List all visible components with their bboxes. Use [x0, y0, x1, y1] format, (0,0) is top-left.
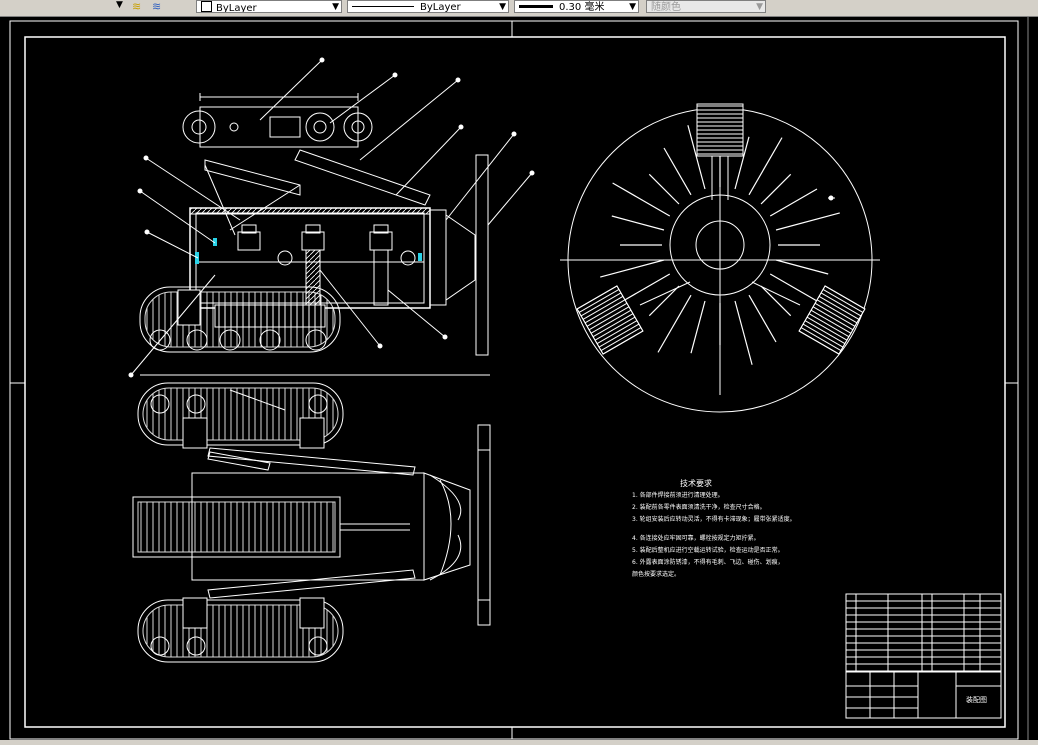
drawing-border: [9, 17, 1029, 740]
chevron-down-icon: ▼: [332, 2, 339, 12]
spoke-line: [663, 147, 692, 196]
plotstyle-control-label: 随颜色: [651, 2, 681, 13]
color-swatch: [201, 1, 212, 12]
plan-view: [132, 382, 491, 663]
chevron-down-icon: ▼: [756, 2, 763, 12]
drawing-canvas[interactable]: 技术要求 1. 各部件焊接前须进行清理处理。 2. 装配前各零件表面须清洗干净，…: [0, 16, 1038, 740]
chevron-down-icon: ▼: [499, 2, 506, 12]
title-block-name: 装配图: [966, 695, 987, 704]
end-view: [560, 103, 880, 413]
tech-note-5: 5. 装配后整机应进行空载运转试验，检查运动是否正常。: [632, 546, 784, 554]
spoke-line: [622, 273, 671, 302]
properties-toolbar: ▼ ≋ ≋ ByLayer ▼ ByLayer ▼ 0.30 毫米 ▼ 随颜色 …: [0, 0, 1038, 17]
spoke-line: [760, 285, 792, 317]
spoke-line: [600, 259, 665, 278]
spoke-line: [760, 173, 792, 205]
spoke-line: [648, 285, 680, 317]
cad-drawing: 技术要求 1. 各部件焊接前须进行清理处理。 2. 装配前各零件表面须清洗干净，…: [9, 17, 1029, 740]
layer-dropdown-arrow-icon[interactable]: ▼: [116, 0, 123, 10]
linetype-control-label: ByLayer: [420, 2, 461, 13]
color-control-label: ByLayer: [216, 3, 257, 13]
lineweight-preview: [519, 5, 553, 8]
layer-tools: ▼ ≋ ≋: [0, 0, 185, 15]
technical-requirements: 技术要求 1. 各部件焊接前须进行清理处理。 2. 装配前各零件表面须清洗干净，…: [632, 478, 796, 578]
linetype-control-dropdown[interactable]: ByLayer ▼: [347, 0, 509, 13]
plotstyle-control-dropdown[interactable]: 随颜色 ▼: [646, 0, 766, 13]
tech-note-3: 3. 轮组安装后应转动灵活，不得有卡滞现象；履带张紧适度。: [632, 515, 796, 523]
spoke-line: [775, 212, 840, 231]
spoke-line: [648, 173, 680, 205]
spoke-line: [734, 136, 750, 190]
spoke-line: [734, 300, 753, 365]
spoke-line: [612, 182, 671, 217]
tech-note-1: 1. 各部件焊接前须进行清理处理。: [632, 491, 724, 499]
tech-note-6: 6. 外露表面涂防锈漆，不得有毛刺、飞边、碰伤、划痕，: [632, 558, 784, 566]
spoke-line: [748, 137, 783, 196]
spoke-line: [657, 294, 692, 353]
spoke-line: [769, 188, 818, 217]
spoke-line: [775, 259, 829, 275]
spoke-line: [690, 300, 706, 354]
tech-note-7: 颜色按要求选定。: [632, 570, 680, 578]
side-elevation-view: [128, 57, 535, 378]
linetype-preview: [352, 6, 414, 7]
lineweight-control-label: 0.30 毫米: [559, 2, 605, 13]
tech-note-2: 2. 装配前各零件表面须清洗干净，检查尺寸合格。: [632, 503, 766, 511]
title-block: 装配图: [845, 593, 1002, 719]
tech-title: 技术要求: [680, 478, 712, 488]
chevron-down-icon: ▼: [629, 2, 636, 12]
tech-note-4: 4. 各连接处应牢固可靠，螺栓按规定力矩拧紧。: [632, 534, 760, 542]
color-control-dropdown[interactable]: ByLayer ▼: [196, 0, 342, 13]
lineweight-control-dropdown[interactable]: 0.30 毫米 ▼: [514, 0, 639, 13]
layer-states-icon[interactable]: ≋: [152, 0, 162, 13]
spoke-line: [687, 125, 706, 190]
spoke-line: [748, 294, 777, 343]
layer-stack-icon[interactable]: ≋: [132, 0, 142, 13]
status-bar: [0, 740, 1038, 745]
spoke-line: [611, 215, 665, 231]
